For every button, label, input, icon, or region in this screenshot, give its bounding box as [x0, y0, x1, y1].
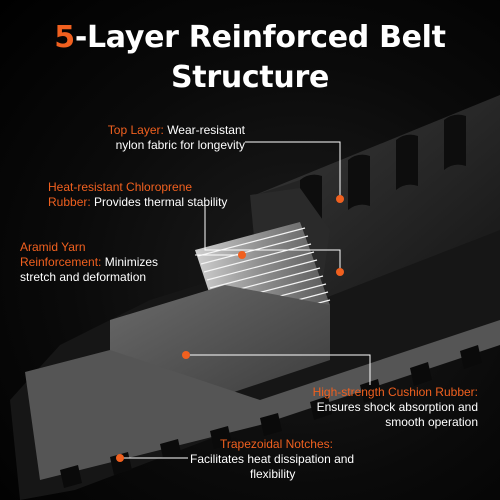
- title-text: -Layer Reinforced Belt: [74, 20, 446, 55]
- leader-dots: [116, 195, 344, 462]
- chloroprene-name-a: Heat-resistant Chloroprene: [48, 180, 193, 194]
- dot-cushion: [182, 351, 190, 359]
- cushion-desc-a: Ensures shock absorption and: [316, 400, 478, 414]
- leader-top-layer: [245, 141, 341, 197]
- aramid-desc-a: Minimizes: [104, 255, 159, 269]
- notches-desc-b: flexibility: [250, 467, 296, 481]
- label-cushion: High-strength Cushion Rubber: Ensures sh…: [270, 385, 478, 430]
- label-notches: Trapezoidal Notches: Facilitates heat di…: [190, 437, 400, 482]
- label-top-layer: Top Layer: Wear-resistant nylon fabric f…: [60, 123, 245, 153]
- aramid-desc-b: stretch and deformation: [20, 270, 147, 284]
- title-line-1: 5-Layer Reinforced Belt: [0, 18, 500, 58]
- label-chloroprene: Heat-resistant Chloroprene Rubber: Provi…: [48, 180, 268, 210]
- bottom-layer: [25, 320, 500, 480]
- top-layer-desc-b: nylon fabric for longevity: [115, 138, 245, 152]
- title-number: 5: [54, 20, 75, 55]
- trapezoidal-notches: [60, 345, 482, 488]
- notches-desc-a: Facilitates heat dissipation and: [190, 452, 355, 466]
- leader-cushion: [186, 354, 371, 385]
- top-layer-desc-a: Wear-resistant: [167, 123, 245, 137]
- dot-aramid: [238, 251, 246, 259]
- top-layer-name: Top Layer:: [107, 123, 164, 137]
- aramid-name-b: Reinforcement:: [20, 255, 102, 269]
- dot-notches: [116, 454, 124, 462]
- dot-top-layer: [336, 195, 344, 203]
- title-line-2: Structure: [170, 60, 330, 95]
- page-title: 5-Layer Reinforced Belt Structure: [0, 18, 500, 98]
- chloroprene-desc: Provides thermal stability: [94, 195, 228, 209]
- chloroprene-name-b: Rubber:: [48, 195, 91, 209]
- notches-name: Trapezoidal Notches:: [220, 437, 333, 451]
- leader-lines: [120, 141, 371, 459]
- aramid-name-a: Aramid Yarn: [20, 240, 86, 254]
- cushion-name: High-strength Cushion Rubber:: [312, 385, 478, 399]
- label-aramid: Aramid Yarn Reinforcement: Minimizes str…: [20, 240, 200, 285]
- cushion-desc-b: smooth operation: [385, 415, 478, 429]
- leader-chloroprene: [204, 205, 341, 270]
- dot-chloroprene: [336, 268, 344, 276]
